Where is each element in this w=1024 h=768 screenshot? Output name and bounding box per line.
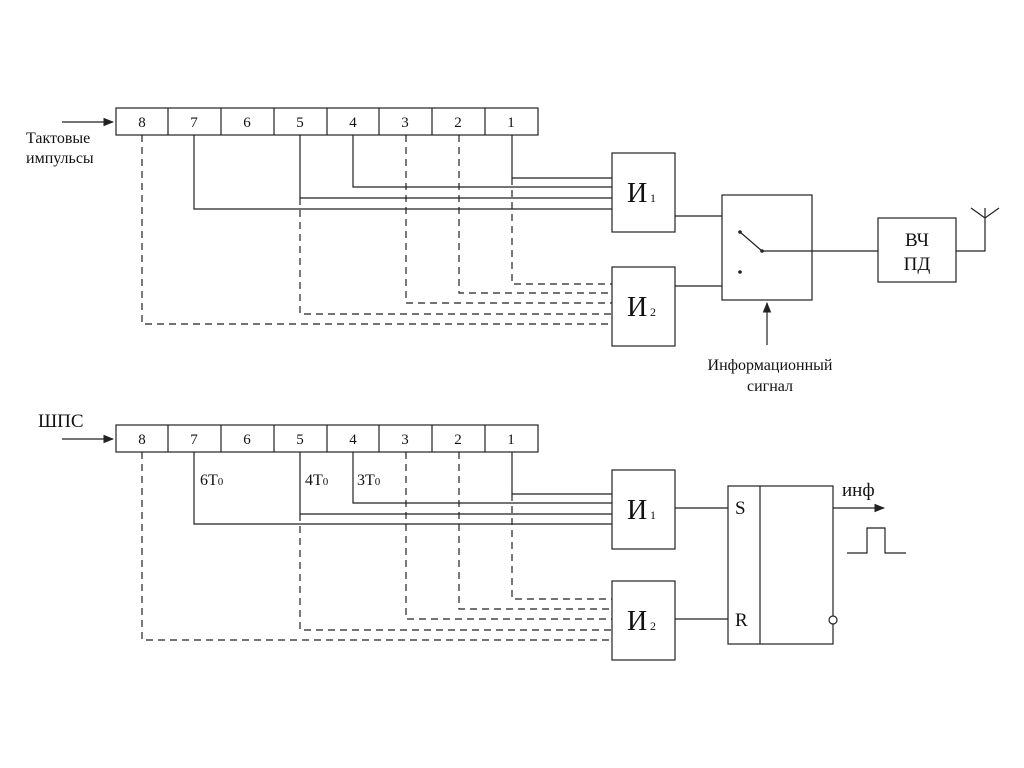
register-cell-2: 2 <box>454 115 462 131</box>
svg-text:И: И <box>627 495 647 526</box>
rx-register-cell-4: 4 <box>349 432 357 448</box>
svg-text:И: И <box>627 292 647 323</box>
register-cell-4: 4 <box>349 115 357 131</box>
inverted-output-icon <box>828 615 838 625</box>
svg-text:2: 2 <box>650 305 656 319</box>
rx-and-gate-1: И 1 <box>611 469 676 550</box>
trigger-s-label: S <box>735 498 746 519</box>
and-gate-2: И 2 <box>611 266 676 347</box>
pulse-waveform-icon <box>847 527 906 554</box>
rs-trigger: S R <box>727 485 838 645</box>
register-cell-6: 6 <box>243 115 251 131</box>
delay-label-6t0: 6T0 <box>200 472 224 489</box>
register-cell-7: 7 <box>190 115 198 131</box>
info-output-label: инф <box>842 480 875 501</box>
svg-text:2: 2 <box>650 619 656 633</box>
info-signal-label-line1: Информационный <box>708 357 833 374</box>
transmitter-diagram: Тактовые импульсы 8 7 6 5 4 3 2 1 <box>26 107 1000 395</box>
rx-register-cell-1: 1 <box>507 432 515 448</box>
delay-label-4t0: 4T0 <box>305 472 329 489</box>
gate2-wires <box>141 135 612 325</box>
rx-register-cell-8: 8 <box>138 432 146 448</box>
register-cell-5: 5 <box>296 115 304 131</box>
clock-input-label-line2: импульсы <box>26 150 94 167</box>
svg-text:ВЧ: ВЧ <box>905 230 929 251</box>
rx-shift-register: 8 7 6 5 4 3 2 1 <box>115 424 539 453</box>
rx-register-cell-3: 3 <box>401 432 409 448</box>
rx-gate1-wires <box>193 452 612 525</box>
info-signal-label-line2: сигнал <box>747 378 793 395</box>
svg-text:1: 1 <box>650 508 656 522</box>
trigger-r-label: R <box>735 610 748 631</box>
switch-block <box>721 194 813 301</box>
rx-register-cell-5: 5 <box>296 432 304 448</box>
rx-and-gate-2: И 2 <box>611 580 676 661</box>
receiver-diagram: ШПС 8 7 6 5 4 3 2 1 6T0 4T0 3T0 <box>38 411 906 661</box>
and-gate-1: И 1 <box>611 152 676 233</box>
register-cell-8: 8 <box>138 115 146 131</box>
svg-text:1: 1 <box>650 191 656 205</box>
shift-register: 8 7 6 5 4 3 2 1 <box>115 107 539 136</box>
clock-input-label-line1: Тактовые <box>26 130 90 147</box>
rx-gate2-wires <box>141 452 612 641</box>
rx-register-cell-2: 2 <box>454 432 462 448</box>
rx-register-cell-7: 7 <box>190 432 198 448</box>
gate1-wires <box>193 135 612 210</box>
svg-text:ПД: ПД <box>904 254 931 275</box>
register-cell-3: 3 <box>401 115 409 131</box>
svg-text:И: И <box>627 606 647 637</box>
register-cell-1: 1 <box>507 115 515 131</box>
spread-signal-label: ШПС <box>38 411 84 432</box>
svg-text:И: И <box>627 178 647 209</box>
delay-label-3t0: 3T0 <box>357 472 381 489</box>
antenna-icon <box>956 207 1000 252</box>
rx-register-cell-6: 6 <box>243 432 251 448</box>
hf-transmitter-block: ВЧ ПД <box>877 217 957 283</box>
